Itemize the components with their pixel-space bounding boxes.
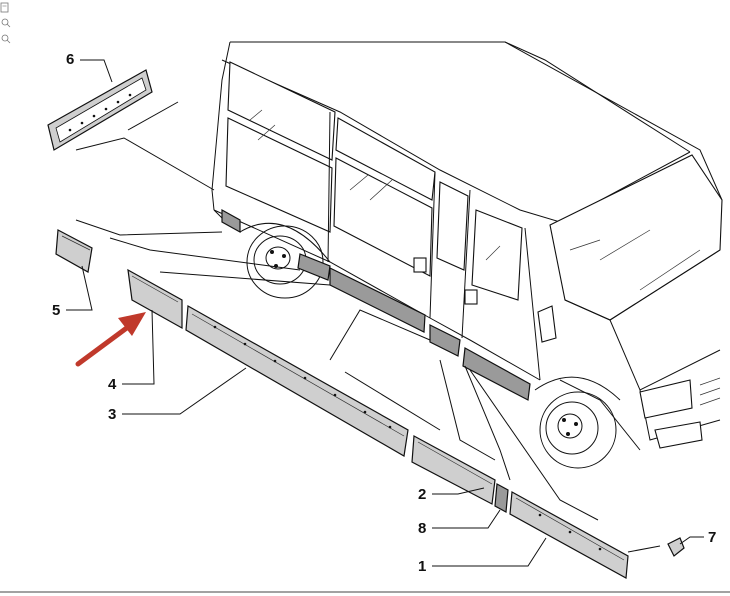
part-6-rear-trim-panel[interactable]: [47, 69, 153, 151]
projection-lines: [75, 101, 661, 553]
part-7-clip[interactable]: [667, 537, 685, 557]
callout-4[interactable]: 4: [108, 376, 117, 393]
part-3-side-moulding[interactable]: [185, 305, 409, 457]
callout-7[interactable]: 7: [708, 529, 716, 546]
part-5-rear-corner-moulding[interactable]: [55, 229, 93, 273]
callout-1[interactable]: 1: [418, 558, 426, 575]
callout-labels: 6 5 4 3 2 8 1 7: [52, 51, 716, 575]
callout-5[interactable]: 5: [52, 302, 60, 319]
callout-3[interactable]: 3: [108, 406, 116, 423]
callout-8[interactable]: 8: [418, 520, 426, 537]
zoom-in-icon[interactable]: [1, 18, 11, 28]
side-toolbar: [0, 0, 12, 52]
toolbar-icons: [0, 2, 11, 44]
document-icon[interactable]: [0, 2, 9, 13]
part-2-door-moulding[interactable]: [411, 435, 496, 505]
part-1-front-fender-moulding[interactable]: [509, 491, 629, 579]
zoom-out-icon[interactable]: [1, 34, 11, 44]
van-illustration: [211, 41, 723, 469]
part-4-rear-arch-moulding[interactable]: [127, 268, 183, 330]
front-wheel: [539, 391, 617, 469]
part-8-joint-strip[interactable]: [494, 483, 509, 513]
leader-lines: [66, 59, 704, 567]
callout-6[interactable]: 6: [66, 51, 74, 68]
callout-2[interactable]: 2: [418, 486, 426, 503]
highlight-arrow: [75, 312, 146, 367]
